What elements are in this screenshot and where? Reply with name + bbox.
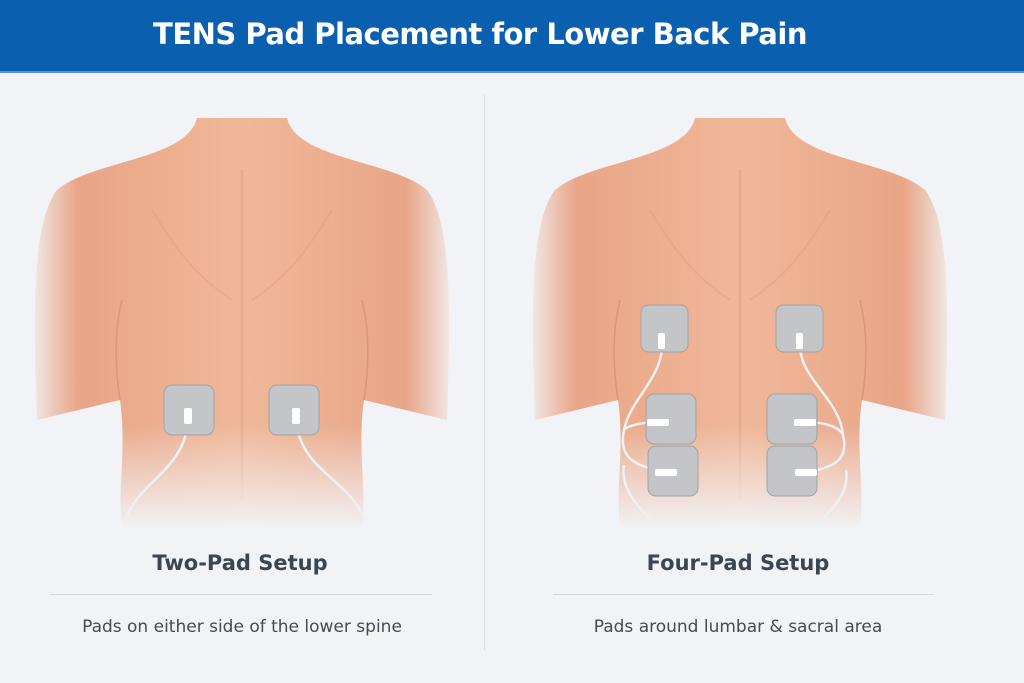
- electrode-pad: [645, 393, 697, 445]
- electrode-pad: [163, 384, 215, 436]
- electrode-pad: [775, 304, 824, 353]
- four-pad-rule: [553, 594, 933, 595]
- two-pad-caption: Pads on either side of the lower spine: [82, 617, 402, 637]
- four-pad-label: Four-Pad Setup: [646, 551, 830, 575]
- electrode-pad: [766, 393, 818, 445]
- torso-four-pad: [523, 108, 957, 532]
- panel-divider: [484, 95, 485, 650]
- title-banner: TENS Pad Placement for Lower Back Pain: [0, 0, 1024, 73]
- torso-two-pad: [25, 108, 459, 532]
- electrode-pad: [640, 304, 689, 353]
- four-pad-caption: Pads around lumbar & sacral area: [593, 617, 883, 637]
- electrode-pad: [268, 384, 320, 436]
- electrode-pad: [647, 445, 699, 497]
- two-pad-rule: [50, 594, 432, 595]
- two-pad-label: Two-Pad Setup: [152, 551, 328, 575]
- electrode-pad: [766, 445, 818, 497]
- page-title: TENS Pad Placement for Lower Back Pain: [153, 17, 807, 51]
